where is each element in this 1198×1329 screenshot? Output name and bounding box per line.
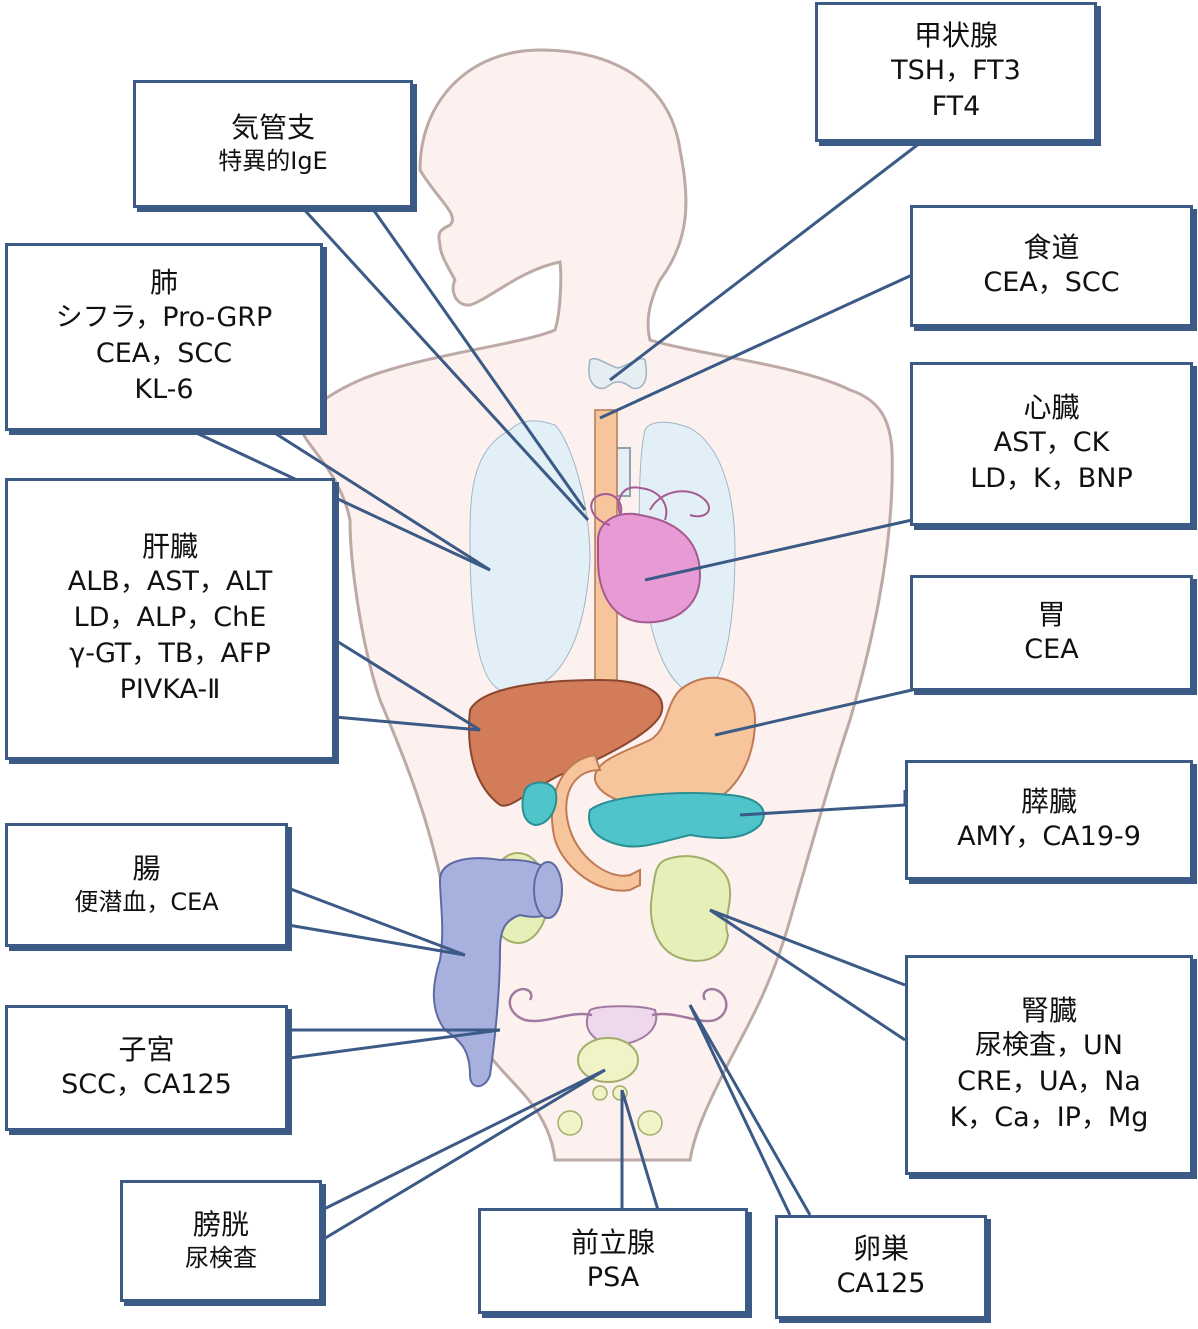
testis-right <box>638 1111 662 1135</box>
organ-title: 肝臓 <box>142 530 198 564</box>
organ-title: 前立腺 <box>571 1226 655 1260</box>
organ-title: 子宮 <box>118 1033 174 1067</box>
box-stomach: 胃 CEA <box>910 575 1193 691</box>
prostate-small <box>593 1086 607 1100</box>
marker-line: CEA，SCC <box>96 336 232 372</box>
marker-line: 便潜血，CEA <box>74 886 218 918</box>
box-prostate: 前立腺 PSA <box>478 1208 748 1314</box>
organ-title: 肺 <box>150 266 178 300</box>
box-intestine: 腸 便潜血，CEA <box>5 823 288 947</box>
box-bronchus: 気管支 特異的IgE <box>133 80 413 208</box>
organ-title: 膀胱 <box>193 1208 249 1242</box>
leader-ovary <box>690 1005 810 1215</box>
marker-line: ALB，AST，ALT <box>68 564 272 600</box>
marker-line: 尿検査，UN <box>975 1028 1123 1064</box>
marker-line: CRE，UA，Na <box>957 1064 1141 1100</box>
organ-title: 胃 <box>1037 598 1065 632</box>
marker-line: KL-6 <box>134 372 193 408</box>
marker-line: CEA <box>1024 632 1078 668</box>
organ-title: 膵臓 <box>1021 785 1077 819</box>
box-kidney: 腎臓 尿検査，UN CRE，UA，Na K，Ca，IP，Mg <box>905 955 1193 1175</box>
bladder-organ <box>578 1038 638 1082</box>
marker-line: LD，K，BNP <box>970 461 1133 497</box>
marker-line: SCC，CA125 <box>61 1067 232 1103</box>
marker-line: FT4 <box>932 89 981 125</box>
box-ovary: 卵巣 CA125 <box>775 1215 987 1319</box>
leader-intestine <box>288 888 465 955</box>
intestine-end <box>534 862 562 918</box>
box-bladder: 膀胱 尿検査 <box>120 1180 322 1302</box>
marker-line: 特異的IgE <box>218 145 327 177</box>
organ-title: 心臓 <box>1023 391 1079 425</box>
marker-line: PSA <box>587 1260 639 1296</box>
testis-left <box>558 1111 582 1135</box>
box-uterus: 子宮 SCC，CA125 <box>5 1005 288 1131</box>
marker-line: PIVKA-Ⅱ <box>120 672 221 708</box>
marker-line: γ-GT，TB，AFP <box>69 636 270 672</box>
kidney-right <box>651 856 730 961</box>
box-lung: 肺 シフラ，Pro-GRP CEA，SCC KL-6 <box>5 243 323 431</box>
box-heart: 心臓 AST，CK LD，K，BNP <box>910 362 1193 526</box>
leader-intestine-2 <box>288 925 465 955</box>
organ-title: 甲状腺 <box>914 19 998 53</box>
marker-line: シフラ，Pro-GRP <box>56 300 273 336</box>
organ-title: 食道 <box>1023 231 1079 265</box>
marker-line: TSH，FT3 <box>891 53 1021 89</box>
marker-line: AST，CK <box>994 425 1110 461</box>
marker-line: LD，ALP，ChE <box>74 600 267 636</box>
marker-line: K，Ca，IP，Mg <box>950 1100 1149 1136</box>
box-esophagus: 食道 CEA，SCC <box>910 205 1193 327</box>
organ-title: 気管支 <box>231 111 315 145</box>
marker-line: AMY，CA19-9 <box>957 819 1141 855</box>
box-thyroid: 甲状腺 TSH，FT3 FT4 <box>815 2 1097 142</box>
box-pancreas: 膵臓 AMY，CA19-9 <box>905 760 1193 880</box>
marker-line: CA125 <box>837 1266 926 1302</box>
marker-line: 尿検査 <box>185 1242 257 1274</box>
organ-title: 腸 <box>132 852 160 886</box>
marker-line: CEA，SCC <box>983 265 1119 301</box>
organ-title: 卵巣 <box>853 1232 909 1266</box>
organ-title: 腎臓 <box>1021 994 1077 1028</box>
box-liver: 肝臓 ALB，AST，ALT LD，ALP，ChE γ-GT，TB，AFP PI… <box>5 478 335 760</box>
